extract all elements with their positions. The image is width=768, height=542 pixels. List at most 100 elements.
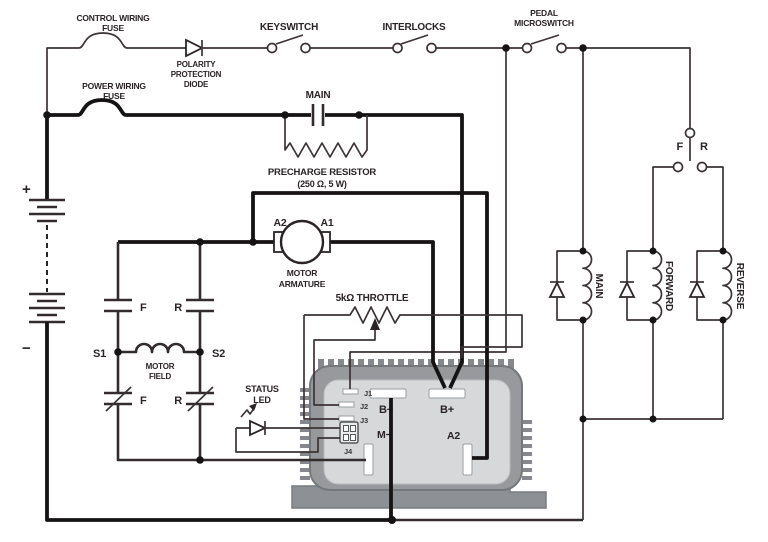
control-fuse-icon	[78, 32, 128, 49]
junction-dot	[196, 238, 204, 246]
terminal-b-minus-slot	[369, 388, 407, 399]
label-control-fuse-1: CONTROL WIRING	[76, 13, 150, 23]
contactor-coils: MAIN FORWARD REVERSE	[548, 250, 745, 520]
forward-flyback-diode-icon	[618, 280, 636, 298]
throttle-pot-icon	[304, 306, 523, 358]
label-motor: MOTOR	[287, 268, 318, 278]
throttle-wiper-arrow-icon	[370, 318, 380, 330]
armature-icon	[279, 219, 325, 265]
label-j1: J1	[364, 389, 372, 398]
label-field-f-bottom: F	[140, 395, 147, 407]
j4-pin	[350, 425, 356, 432]
terminal-b-plus-slot	[428, 388, 466, 399]
power-circuit	[47, 98, 464, 389]
wire-ksi-to-j1	[349, 48, 507, 389]
wire-to-b-plus	[325, 113, 464, 389]
junction-dot	[114, 348, 122, 356]
wire-throttle-wiper-to-j2	[313, 328, 376, 406]
label-a2-terminal: A2	[447, 430, 460, 442]
contact-f-bottom-slash	[105, 386, 132, 412]
label-m-minus: M−	[377, 429, 392, 441]
label-field-motor: MOTOR	[146, 362, 175, 371]
label-field-r-top: R	[174, 302, 182, 314]
power-fuse-icon	[77, 98, 127, 117]
wire-battery-negative	[45, 322, 392, 522]
junction-dot	[196, 456, 204, 464]
j4-pin	[350, 434, 356, 441]
terminal-a2-slot	[462, 443, 473, 476]
j4-pin	[343, 425, 349, 432]
label-interlocks: INTERLOCKS	[382, 22, 446, 33]
junction-dot	[719, 247, 727, 255]
label-power-fuse-1: POWER WIRING	[82, 81, 146, 91]
label-forward-coil: FORWARD	[663, 261, 674, 311]
wire-a1-to-b-plus	[330, 240, 447, 389]
wire-throttle-low-to-j3	[303, 315, 339, 420]
label-b-plus: B+	[440, 404, 454, 416]
fr-common-contact	[684, 127, 696, 139]
led-flash-arrowhead-icon	[249, 403, 257, 411]
interlocks-blade	[400, 34, 429, 45]
status-led-circuit: STATUS LED	[235, 384, 340, 453]
junction-dots	[43, 44, 727, 524]
label-reverse-coil: REVERSE	[734, 263, 745, 310]
label-polarity-2: PROTECTION	[171, 70, 222, 79]
pedal-contact	[556, 42, 567, 54]
label-s1: S1	[93, 348, 106, 360]
label-precharge-1: PRECHARGE RESISTOR	[268, 167, 376, 178]
interlocks-contact	[426, 42, 437, 54]
led-flash-arrow	[240, 406, 256, 418]
pin-j2-slot	[338, 401, 355, 408]
label-main-coil: MAIN	[593, 274, 604, 299]
label-precharge-2: (250 Ω, 5 W)	[297, 179, 347, 189]
label-pedal-2: MICROSWITCH	[514, 18, 574, 28]
label-power-fuse-2: FUSE	[103, 91, 125, 101]
throttle-circuit	[303, 306, 523, 420]
status-led-icon	[249, 419, 268, 437]
label-keyswitch: KEYSWITCH	[260, 22, 318, 33]
wire-control-start	[46, 47, 79, 115]
control-circuit	[46, 32, 691, 389]
fr-f-contact	[672, 161, 684, 173]
junction-dot	[249, 238, 257, 246]
label-battery-plus: +	[22, 181, 31, 198]
junction-dot	[649, 316, 657, 324]
junction-dot	[388, 516, 396, 524]
reverse-coil-icon	[722, 250, 733, 321]
main-flyback-diode-icon	[548, 280, 566, 298]
junction-dot	[649, 415, 657, 423]
fr-selector-switch: F R	[652, 127, 724, 251]
reverse-flyback-diode-icon	[688, 280, 706, 298]
label-polarity-1: POLARITY	[177, 60, 217, 69]
label-j3: J3	[360, 416, 368, 425]
label-led: LED	[253, 395, 271, 405]
junction-dot	[43, 111, 51, 119]
keyswitch-contact	[300, 42, 311, 54]
motor-armature: A2 A1 MOTOR ARMATURE	[118, 191, 489, 460]
pin-j1-slot	[342, 388, 359, 395]
field-coil-icon	[118, 342, 200, 354]
pedal-blade	[530, 34, 560, 45]
controller-box: B− B+ M− A2 J1 J2 J3 J4	[291, 359, 547, 509]
label-battery-minus: −	[22, 340, 31, 357]
forward-diode-branch	[626, 250, 653, 321]
label-fr-f: F	[676, 141, 683, 153]
contact-r-bottom-slash	[187, 386, 214, 412]
junction-dot	[502, 44, 510, 52]
main-coil-icon	[582, 250, 593, 321]
polarity-diode-icon	[185, 38, 205, 58]
junction-dot	[196, 348, 204, 356]
junction-dot	[579, 44, 587, 52]
label-throttle: 5kΩ THROTTLE	[336, 293, 409, 304]
junction-dot	[579, 415, 587, 423]
label-pedal-1: PEDAL	[530, 8, 558, 18]
label-polarity-3: DIODE	[184, 80, 209, 89]
labels-top: CONTROL WIRING FUSE KEYSWITCH INTERLOCKS…	[76, 8, 574, 304]
battery: + −	[22, 115, 392, 522]
label-j4: J4	[344, 447, 353, 456]
junction-dot	[355, 111, 363, 119]
pin-j3-slot	[338, 415, 355, 422]
reverse-diode-branch	[696, 250, 723, 321]
